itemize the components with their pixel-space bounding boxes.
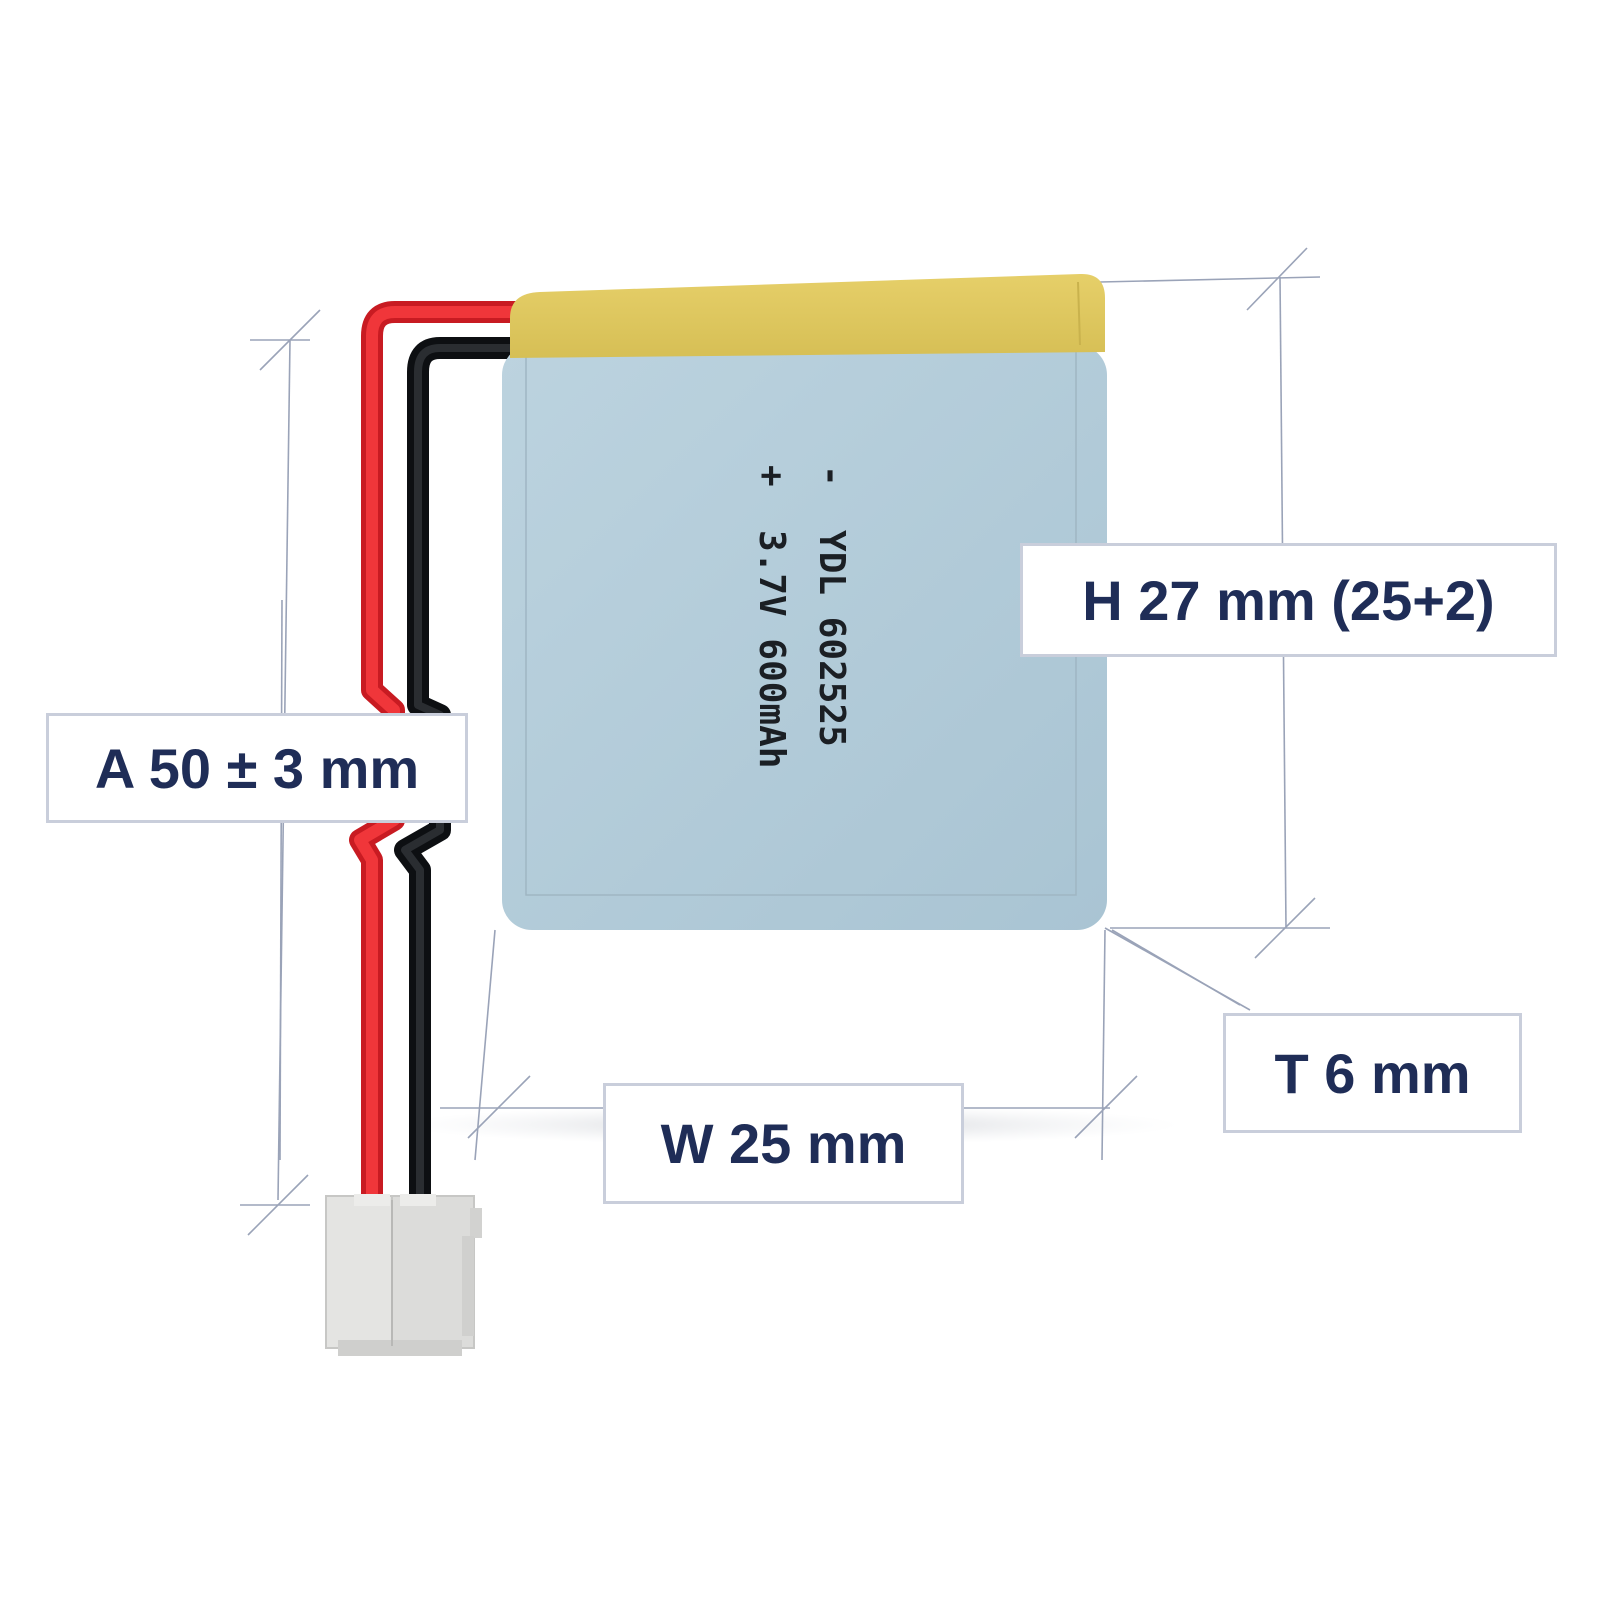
battery-body: [502, 345, 1107, 930]
battery-print: - YDL 602525 + 3.7V 600mAh: [751, 465, 852, 768]
yellow-tape: [510, 273, 1105, 358]
battery-label-line1: - YDL 602525: [811, 465, 852, 747]
wire-length-dimension-label: A 50 ± 3 mm: [46, 713, 468, 823]
jst-connector: [325, 1194, 482, 1356]
height-dimension-label: H 27 mm (25+2): [1020, 543, 1557, 657]
battery-wires: [349, 301, 531, 1221]
thickness-dimension-label: T 6 mm: [1223, 1013, 1522, 1133]
width-dimension-label: W 25 mm: [603, 1083, 964, 1204]
battery-label-line2: + 3.7V 600mAh: [751, 465, 792, 768]
battery-cell: [502, 273, 1107, 930]
